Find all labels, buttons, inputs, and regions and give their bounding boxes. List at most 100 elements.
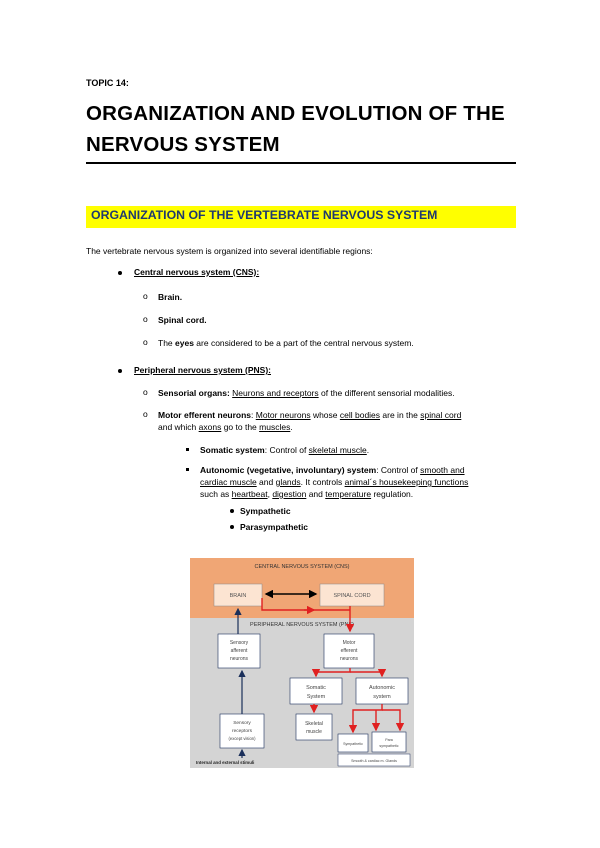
text-span: : Control of (376, 465, 421, 475)
receptors-label-2: receptors (232, 728, 253, 734)
cns-eyes: The eyes are considered to be a part of … (158, 337, 414, 349)
square-bullet-icon (186, 448, 189, 451)
bullet-icon (230, 509, 234, 513)
bullet-icon (118, 369, 122, 373)
text-span: such as (200, 489, 232, 499)
sensory-afferent-label-2: afferent (231, 648, 248, 654)
autonomic-box (355, 677, 409, 705)
text-span: digestion (272, 489, 307, 499)
page-title-line-2: NERVOUS SYSTEM (86, 133, 280, 156)
text-span: glands (275, 477, 301, 487)
text-span: . (290, 422, 293, 432)
motor-efferent-label-1: Motor (343, 640, 356, 646)
text-span: and which (158, 422, 199, 432)
sensory-afferent-box (217, 633, 261, 669)
parasympathetic-label-2: sympathetic (379, 744, 398, 748)
topic-label: TOPIC 14: (86, 78, 129, 88)
sensory-afferent-label-1: Sensory (230, 640, 249, 646)
circle-bullet-icon: o (143, 387, 148, 397)
parasympathetic-box (371, 731, 407, 753)
circle-bullet-icon: o (143, 409, 148, 419)
text-span: and (306, 489, 326, 499)
text-span: heartbeat (231, 489, 268, 499)
sympathetic-label: Sympathetic (343, 742, 363, 746)
autonomic-label-2: system (373, 694, 391, 700)
autonomic-parasympathetic: Parasympathetic (240, 522, 309, 532)
text-span: cardiac muscle (200, 477, 257, 487)
autonomic-sympathetic: Sympathetic (240, 506, 291, 516)
text-span: axons (198, 422, 222, 432)
sensory-afferent-label-3: neurons (230, 656, 249, 662)
section-highlight (86, 206, 516, 228)
text-span: and (256, 477, 276, 487)
effectors-label: Smooth & cardiac m. Glands (351, 759, 397, 763)
receptors-label-1: Sensory (233, 720, 251, 726)
text-span: Motor efferent neurons (158, 410, 252, 420)
nervous-system-diagram: CENTRAL NERVOUS SYSTEM (CNS) BRAIN SPINA… (190, 558, 414, 768)
circle-bullet-icon: o (143, 291, 148, 301)
text-span: are considered to be a part of the centr… (193, 338, 414, 348)
pns-somatic: Somatic system: Control of skeletal musc… (200, 444, 369, 456)
text-span: of the different sensorial modalities. (318, 388, 455, 398)
autonomic-label-1: Autonomic (369, 685, 395, 691)
skeletal-label-1: Skeletal (305, 721, 323, 727)
motor-to-autonomic-arrow (350, 669, 387, 678)
text-span: Somatic system (200, 445, 265, 455)
bullet-icon (230, 525, 234, 529)
cns-region-label: CENTRAL NERVOUS SYSTEM (CNS) (254, 564, 349, 570)
brain-label: BRAIN (230, 593, 247, 599)
somatic-box (289, 677, 343, 705)
bullet-icon (118, 271, 122, 275)
brain-to-cord-red-path (261, 598, 350, 611)
circle-bullet-icon: o (143, 337, 148, 347)
text-span: : Control of (264, 445, 309, 455)
text-span: . (366, 445, 370, 455)
cns-spinal: Spinal cord. (158, 315, 207, 325)
text-span: regulation. (371, 489, 414, 499)
text-span: Neurons and receptors (232, 388, 319, 398)
skeletal-muscle-box (295, 713, 333, 741)
text-span: are in the (380, 410, 421, 420)
cns-heading: Central nervous system (CNS): (134, 267, 260, 277)
text-span: muscles (259, 422, 291, 432)
text-span: Sensorial organs: (158, 388, 233, 398)
pns-region-label: PERIPHERAL NERVOUS SYSTEM (PNS) (250, 622, 354, 628)
pns-autonomic: Autonomic (vegetative, involuntary) syst… (200, 464, 516, 500)
motor-efferent-box (323, 633, 375, 669)
sympathetic-box (337, 733, 369, 753)
page-title-line-1: ORGANIZATION AND EVOLUTION OF THE (86, 102, 505, 125)
spinal-cord-label: SPINAL CORD (333, 593, 370, 599)
spinal-cord-box (319, 583, 385, 607)
text-span: Motor neurons (255, 410, 311, 420)
autonomic-to-parasympathetic-arrow (382, 709, 405, 732)
text-span: : (251, 410, 256, 420)
intro-paragraph: The vertebrate nervous system is organiz… (86, 246, 373, 256)
text-span: smooth and (420, 465, 465, 475)
text-span: cell bodies (339, 410, 381, 420)
square-bullet-icon (186, 468, 189, 471)
text-span: . It controls (300, 477, 345, 487)
motor-to-somatic-arrow (311, 668, 351, 678)
text-span: animal´s housekeeping functions (344, 477, 469, 487)
text-span: eyes (175, 338, 194, 348)
text-span: , (267, 489, 273, 499)
title-divider (86, 162, 516, 164)
section-title: ORGANIZATION OF THE VERTEBRATE NERVOUS S… (91, 208, 438, 222)
parasympathetic-label-1: Para (385, 738, 393, 742)
motor-efferent-label-3: neurons (340, 656, 359, 662)
pns-motor: Motor efferent neurons: Motor neurons wh… (158, 409, 516, 433)
text-span: skeletal muscle (308, 445, 367, 455)
circle-bullet-icon: o (143, 314, 148, 324)
stimuli-label: Internal and external stimuli (196, 760, 254, 765)
somatic-label-2: System (307, 694, 326, 700)
text-span: whose (310, 410, 340, 420)
text-span: go to the (221, 422, 260, 432)
somatic-label-1: Somatic (306, 685, 326, 691)
sensory-receptors-box (219, 713, 265, 749)
effectors-box (337, 753, 411, 767)
pns-sensorial: Sensorial organs: Neurons and receptors … (158, 387, 455, 399)
receptors-label-3: (except vision) (229, 736, 257, 741)
text-span: The (158, 338, 176, 348)
text-span: Autonomic (vegetative, involuntary) syst… (200, 465, 377, 475)
cns-brain: Brain. (158, 292, 183, 302)
